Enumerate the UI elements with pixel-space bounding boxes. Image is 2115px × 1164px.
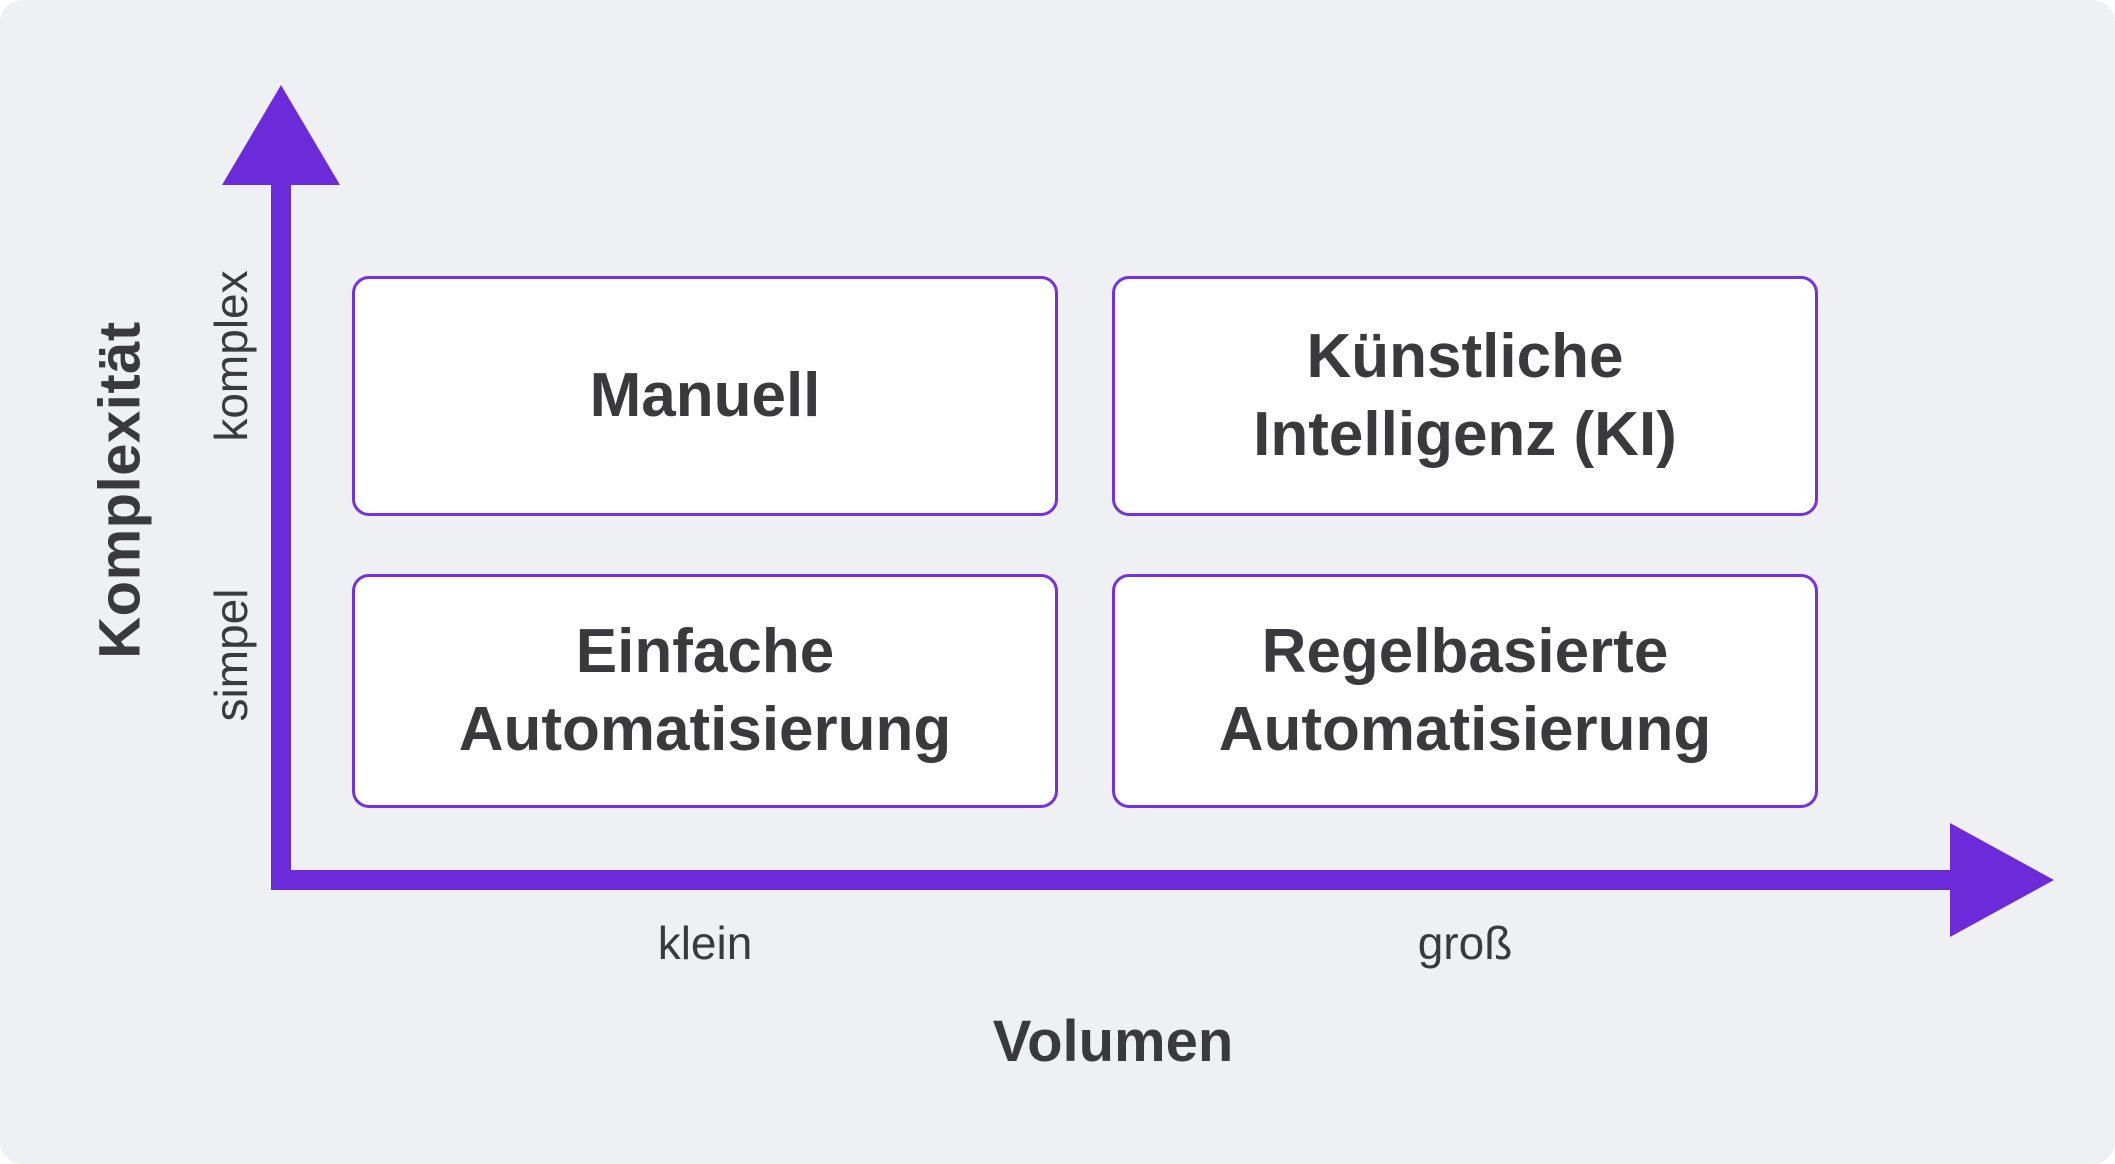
quadrant-label: Einfache — [575, 617, 835, 686]
y-axis-arrow-up-icon — [222, 85, 340, 185]
y-axis-label-simpel: simpel — [205, 588, 257, 722]
quadrant-label-line2: Automatisierung — [458, 695, 952, 764]
quadrant-box-einfache-automatisierung: Einfache Automatisierung — [352, 574, 1058, 808]
x-axis-label-gross: groß — [1417, 917, 1513, 969]
quadrant-label: Manuell — [589, 361, 821, 430]
quadrant-label-line2: Automatisierung — [1218, 695, 1712, 764]
y-axis-title: Komplexität — [87, 321, 153, 659]
x-axis-line — [271, 870, 1955, 890]
y-axis-label-komplex: komplex — [205, 270, 257, 442]
quadrant-label: Regelbasierte — [1261, 617, 1669, 686]
quadrant-box-regelbasierte-automatisierung: Regelbasierte Automatisierung — [1112, 574, 1818, 808]
y-axis-line — [271, 170, 291, 890]
quadrant-label-line2: Intelligenz (KI) — [1253, 400, 1677, 469]
x-axis-title: Volumen — [992, 1009, 1234, 1074]
x-axis-arrow-right-icon — [1950, 823, 2054, 937]
x-axis-label-klein: klein — [657, 917, 753, 969]
quadrant-box-manuell: Manuell — [352, 276, 1058, 516]
quadrant-box-kuenstliche-intelligenz: Künstliche Intelligenz (KI) — [1112, 276, 1818, 516]
quadrant-label: Künstliche — [1306, 322, 1624, 391]
